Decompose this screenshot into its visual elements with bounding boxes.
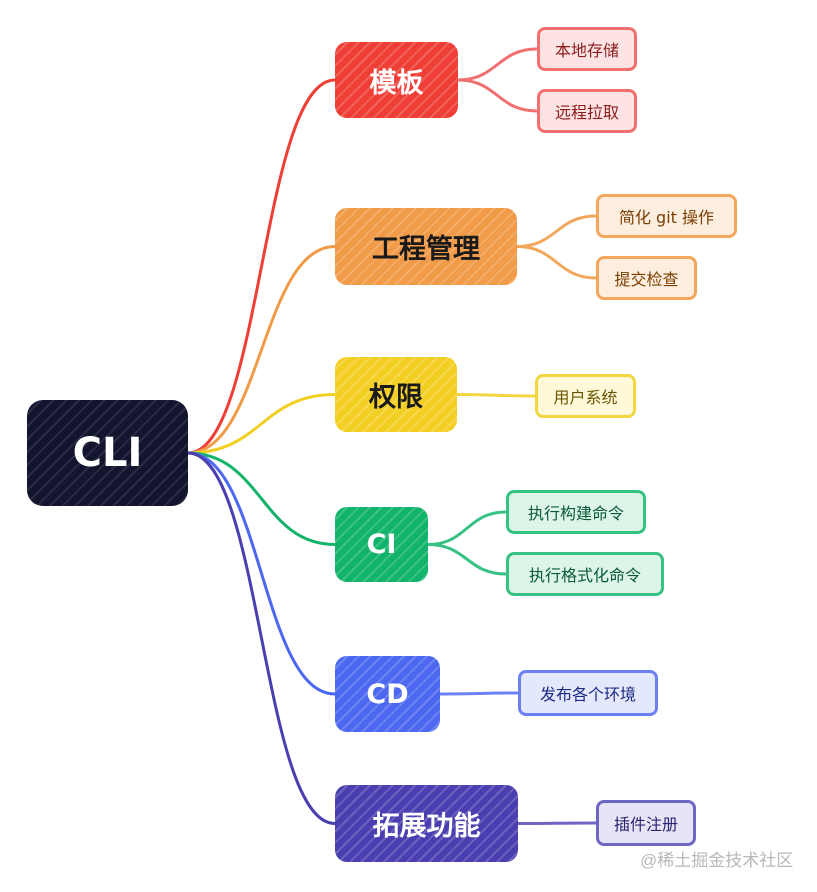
branch-node-permission: 权限 [335, 357, 457, 432]
connector-branch-0-leaf-1 [456, 78, 539, 113]
connector-branch-5-leaf-0 [516, 821, 598, 825]
watermark: @稀土掘金技术社区 [640, 851, 794, 870]
branch-node-template: 模板 [335, 42, 458, 118]
connector-branch-1-leaf-0 [515, 214, 598, 248]
leaf-node-remote-fetch: 远程拉取 [537, 89, 637, 133]
connector-root-branch-2 [186, 393, 337, 455]
leaf-node-user-system: 用户系统 [535, 374, 636, 418]
root-node-cli: CLI [27, 400, 188, 506]
leaf-node-local-storage: 本地存储 [537, 27, 637, 71]
leaf-node-run-format: 执行格式化命令 [506, 552, 664, 596]
connector-branch-4-leaf-0 [438, 691, 520, 696]
branch-node-cd: CD [335, 656, 440, 732]
leaf-node-deploy-envs: 发布各个环境 [518, 670, 658, 716]
leaf-node-run-build: 执行构建命令 [506, 490, 646, 534]
connector-branch-2-leaf-0 [455, 393, 537, 398]
connector-root-branch-4 [186, 451, 337, 696]
connector-root-branch-0 [186, 78, 337, 455]
connector-root-branch-1 [186, 245, 337, 455]
leaf-node-commit-check: 提交检查 [596, 256, 697, 300]
leaf-node-simplify-git: 简化 git 操作 [596, 194, 737, 238]
branch-node-extensions: 拓展功能 [335, 785, 518, 862]
connector-branch-0-leaf-0 [456, 47, 539, 82]
connector-branch-3-leaf-0 [426, 510, 508, 546]
connector-root-branch-5 [186, 451, 337, 825]
connector-root-branch-3 [186, 451, 337, 546]
branch-node-project-management: 工程管理 [335, 208, 517, 285]
connector-branch-3-leaf-1 [426, 543, 508, 576]
branch-node-ci: CI [335, 507, 428, 582]
connector-branch-1-leaf-1 [515, 245, 598, 280]
leaf-node-plugin-register: 插件注册 [596, 800, 696, 846]
